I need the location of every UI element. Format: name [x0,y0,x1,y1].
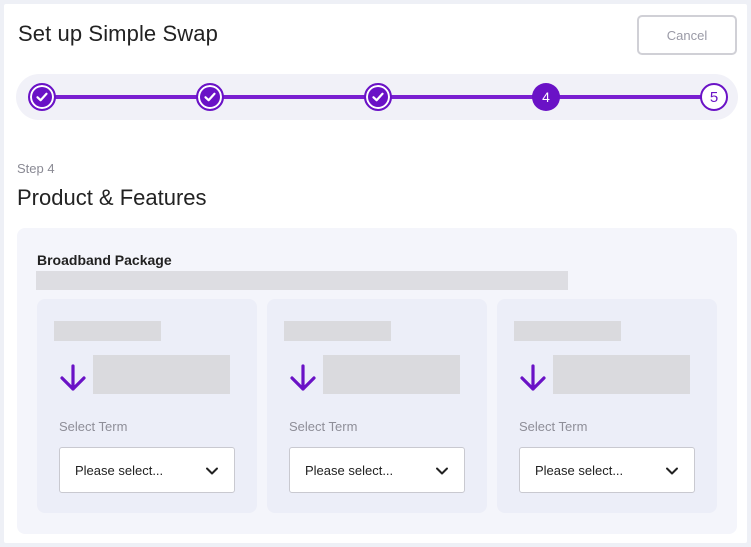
loading-placeholder [93,355,230,394]
term-select[interactable]: Please select... [519,447,695,493]
select-term-label: Select Term [519,419,588,434]
check-icon [204,92,216,102]
term-select[interactable]: Please select... [59,447,235,493]
loading-placeholder [54,321,161,341]
package-card: Select Term Please select... [267,299,487,513]
loading-placeholder [514,321,621,341]
loading-placeholder [284,321,391,341]
select-term-label: Select Term [59,419,128,434]
step-3-complete[interactable] [364,83,392,111]
panel-title: Broadband Package [37,252,172,268]
check-icon [372,92,384,102]
chevron-down-icon [666,467,678,475]
setup-dialog: Set up Simple Swap Cancel 4 5 Step 4 Pro… [4,4,747,543]
step-5-upcoming: 5 [700,83,728,111]
check-icon [36,92,48,102]
select-value: Please select... [535,463,624,478]
package-card: Select Term Please select... [497,299,717,513]
arrow-down-icon [520,364,546,391]
select-value: Please select... [75,463,164,478]
arrow-down-icon [290,364,316,391]
broadband-package-panel: Broadband Package Select Term Please sel… [17,228,737,534]
progress-stepper: 4 5 [16,74,738,120]
loading-placeholder [323,355,460,394]
page-title: Set up Simple Swap [18,21,218,46]
loading-placeholder [553,355,690,394]
step-number-label: Step 4 [17,161,55,176]
select-value: Please select... [305,463,394,478]
chevron-down-icon [436,467,448,475]
loading-placeholder [36,271,568,290]
step-1-complete[interactable] [28,83,56,111]
term-select[interactable]: Please select... [289,447,465,493]
package-card: Select Term Please select... [37,299,257,513]
cancel-button[interactable]: Cancel [637,15,737,55]
step-4-current: 4 [532,83,560,111]
step-2-complete[interactable] [196,83,224,111]
arrow-down-icon [60,364,86,391]
chevron-down-icon [206,467,218,475]
section-title: Product & Features [17,185,207,210]
select-term-label: Select Term [289,419,358,434]
